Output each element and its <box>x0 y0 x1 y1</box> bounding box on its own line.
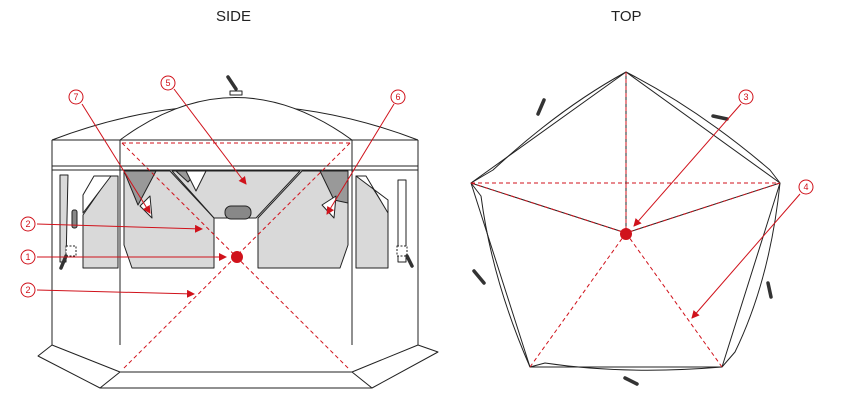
side-view-title: SIDE <box>216 8 252 25</box>
top-center-point <box>620 228 632 240</box>
side-diagonals <box>121 142 351 371</box>
right-window-1 <box>355 175 389 269</box>
front-window-left-flap <box>123 170 157 206</box>
pole-icon-4 <box>472 269 486 285</box>
front-window-left <box>123 170 215 269</box>
callout-2a: 2 <box>20 216 36 232</box>
top-view-title: TOP <box>611 8 642 25</box>
svg-text:4: 4 <box>803 182 808 192</box>
callout-6-leader <box>326 103 395 215</box>
callout-4-leader <box>691 193 801 319</box>
svg-text:7: 7 <box>73 92 78 102</box>
pole-icon-3 <box>766 281 773 299</box>
roof-hub <box>229 90 243 96</box>
side-view-tent <box>37 75 439 389</box>
left-anchor-icon <box>65 245 77 257</box>
left-window-flap <box>82 175 112 214</box>
right-anchor-icon <box>396 245 408 257</box>
callout-2b-leader <box>36 289 195 298</box>
snow-skirt <box>37 344 439 389</box>
svg-text:6: 6 <box>395 92 400 102</box>
callout-1: 1 <box>20 249 36 265</box>
right-window-2 <box>397 179 407 263</box>
callout-5-leader <box>173 88 247 185</box>
callout-4: 4 <box>798 179 814 195</box>
callout-5: 5 <box>160 75 176 91</box>
callout-2b: 2 <box>20 282 36 298</box>
pole-icon-5 <box>623 376 639 386</box>
left-toggle <box>71 209 78 229</box>
front-window-center <box>171 170 301 219</box>
svg-text:3: 3 <box>743 92 748 102</box>
front-window-right-flap <box>319 170 349 204</box>
callout-3-leader <box>633 103 742 227</box>
callout-2a-leader <box>36 223 203 233</box>
svg-text:5: 5 <box>165 78 170 88</box>
pole-icon-2 <box>711 114 729 121</box>
svg-text:1: 1 <box>25 252 30 262</box>
callout-6: 6 <box>390 89 406 105</box>
left-window-1 <box>59 174 69 263</box>
front-vent <box>224 205 252 220</box>
svg-text:2: 2 <box>25 219 30 229</box>
side-center-point <box>231 251 243 263</box>
roof-pole-icon <box>226 75 238 91</box>
callout-7: 7 <box>68 89 84 105</box>
callout-3: 3 <box>738 89 754 105</box>
svg-text:2: 2 <box>25 285 30 295</box>
roof-front-panel <box>119 97 353 141</box>
pole-icon-1 <box>536 98 546 116</box>
callout-7-leader <box>81 103 151 214</box>
top-diagonals <box>470 72 781 368</box>
right-window-flap <box>355 175 389 214</box>
